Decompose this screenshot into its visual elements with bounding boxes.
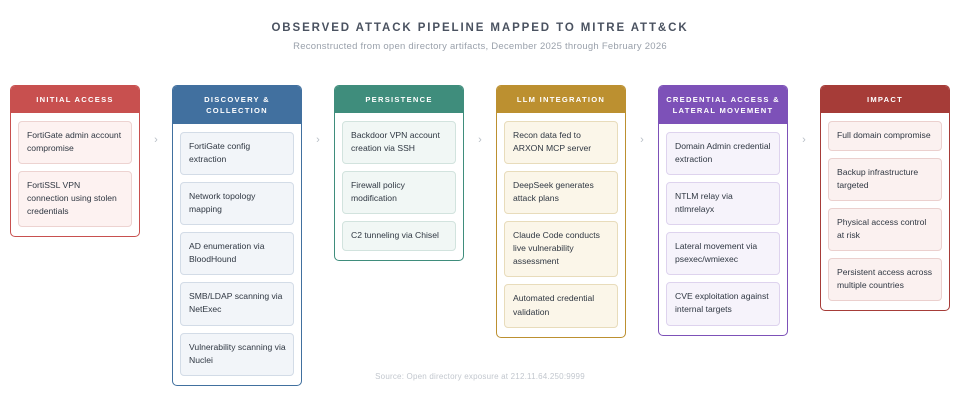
step-card[interactable]: CVE exploitation against internal target…: [666, 282, 780, 326]
stage-header-persistence: PERSISTENCE: [335, 86, 463, 113]
step-card[interactable]: Network topology mapping: [180, 182, 294, 226]
step-card[interactable]: Domain Admin credential extraction: [666, 132, 780, 176]
step-card[interactable]: NTLM relay via ntlmrelayx: [666, 182, 780, 226]
step-card[interactable]: FortiGate config extraction: [180, 132, 294, 176]
step-card[interactable]: Backdoor VPN account creation via SSH: [342, 121, 456, 165]
chevron-right-icon: ›: [640, 134, 644, 146]
chevron-right-icon: ›: [802, 134, 806, 146]
page-subtitle: Reconstructed from open directory artifa…: [293, 41, 667, 52]
stage-header-initial-access: INITIAL ACCESS: [11, 86, 139, 113]
step-card[interactable]: FortiGate admin account compromise: [18, 121, 132, 165]
chevron-right-icon: ›: [154, 134, 158, 146]
stage-header-discovery-collection: DISCOVERY & COLLECTION: [173, 86, 301, 124]
step-card[interactable]: Recon data fed to ARXON MCP server: [504, 121, 618, 165]
step-card[interactable]: Lateral movement via psexec/wmiexec: [666, 232, 780, 276]
step-card[interactable]: AD enumeration via BloodHound: [180, 232, 294, 276]
step-card[interactable]: Claude Code conducts live vulnerability …: [504, 221, 618, 278]
step-card[interactable]: SMB/LDAP scanning via NetExec: [180, 282, 294, 326]
page-header: OBSERVED ATTACK PIPELINE MAPPED TO MITRE…: [0, 0, 960, 52]
step-card[interactable]: Firewall policy modification: [342, 171, 456, 215]
chevron-right-icon: ›: [316, 134, 320, 146]
stage-header-llm-integration: LLM INTEGRATION: [497, 86, 625, 113]
step-card[interactable]: FortiSSL VPN connection using stolen cre…: [18, 171, 132, 228]
step-card[interactable]: Persistent access across multiple countr…: [828, 258, 942, 302]
step-card[interactable]: DeepSeek generates attack plans: [504, 171, 618, 215]
step-card[interactable]: C2 tunneling via Chisel: [342, 221, 456, 252]
stage-steps-persistence: Backdoor VPN account creation via SSH Fir…: [335, 113, 463, 260]
step-card[interactable]: Full domain compromise: [828, 121, 942, 152]
stage-header-impact: IMPACT: [821, 86, 949, 113]
stage-header-credential-access-lateral-movement: CREDENTIAL ACCESS & LATERAL MOVEMENT: [659, 86, 787, 124]
source-footnote: Source: Open directory exposure at 212.1…: [375, 372, 585, 381]
step-card[interactable]: Backup infrastructure targeted: [828, 158, 942, 202]
step-card[interactable]: Vulnerability scanning via Nuclei: [180, 332, 294, 376]
step-card[interactable]: Physical access control at risk: [828, 208, 942, 252]
chevron-right-icon: ›: [478, 134, 482, 146]
step-card[interactable]: Automated credential validation: [504, 284, 618, 328]
page-title: OBSERVED ATTACK PIPELINE MAPPED TO MITRE…: [271, 22, 689, 34]
